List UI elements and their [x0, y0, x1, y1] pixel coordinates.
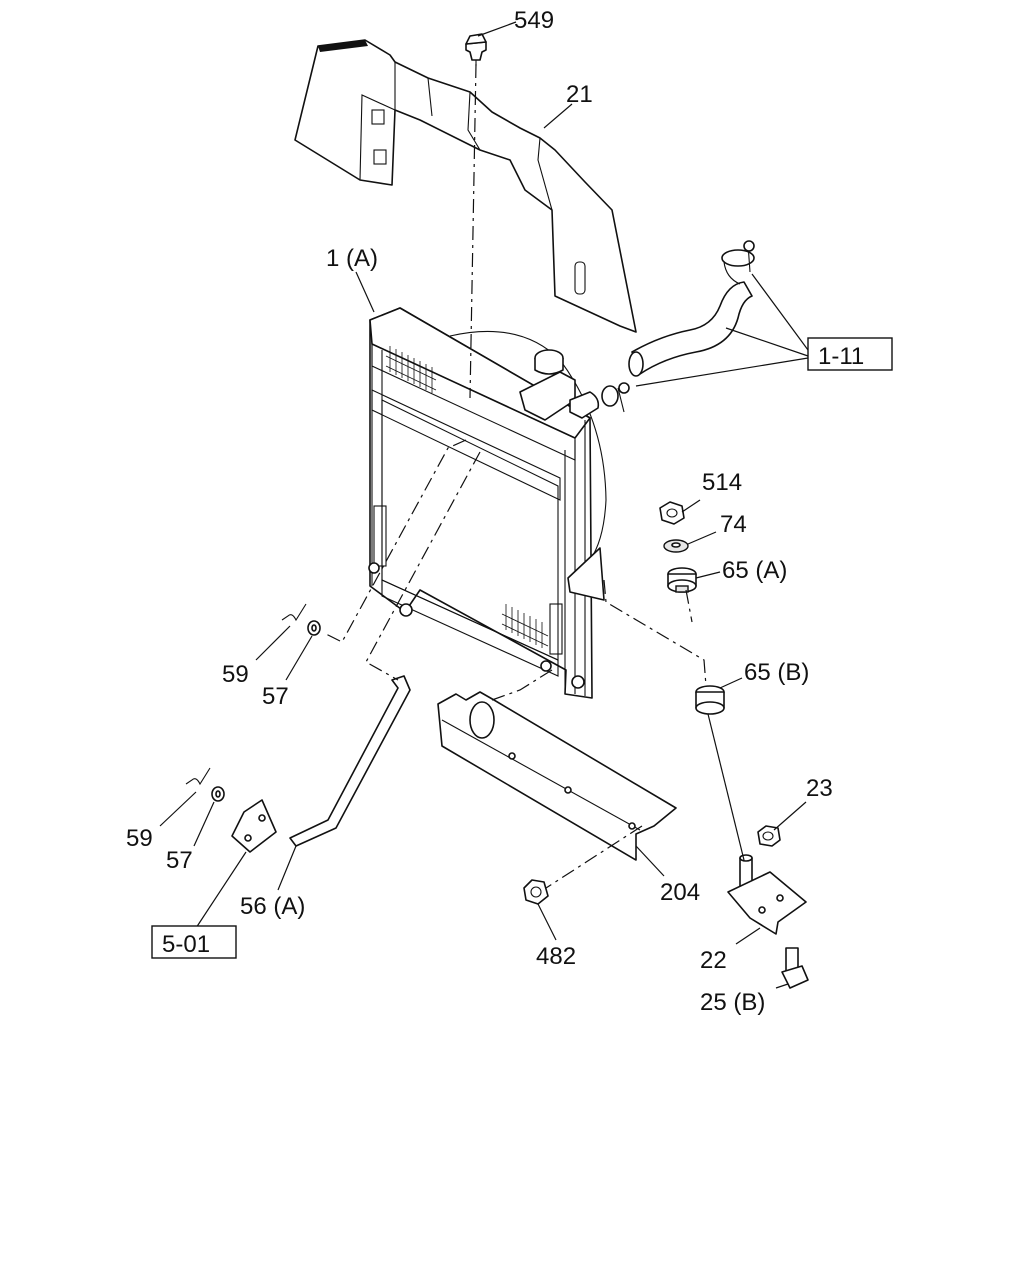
callout-65a: 65 (A)	[722, 557, 787, 584]
part-22-mount-bracket	[727, 854, 807, 935]
part-65a-cushion	[667, 567, 697, 593]
callout-549: 549	[514, 7, 554, 34]
part-514-nut	[659, 501, 685, 525]
part-23-nut	[757, 825, 781, 847]
part-5-01-bracket	[231, 799, 277, 853]
callout-514: 514	[702, 469, 742, 496]
alignment-lines	[325, 63, 707, 889]
upper-radiator-hose	[601, 240, 755, 413]
part-65b-cushion	[695, 685, 725, 715]
part-25b-bolt	[781, 947, 809, 989]
callout-74: 74	[720, 511, 747, 538]
part-1a-radiator	[368, 307, 605, 699]
core-hatching-top	[385, 346, 437, 393]
callout-labels: 549 21 1 (A) 514 74 65 (A) 65 (B) 59 57 …	[126, 7, 833, 1016]
radiator-cap	[519, 349, 600, 421]
callout-204: 204	[660, 879, 700, 906]
callout-57-lower: 57	[166, 847, 193, 874]
part-204-lower-shroud	[437, 691, 677, 861]
core-hatching-bottom	[501, 604, 549, 648]
callout-482: 482	[536, 943, 576, 970]
callout-21: 21	[566, 81, 593, 108]
part-59-57-upper	[281, 603, 321, 636]
reference-1-11-label: 1-11	[818, 343, 864, 370]
callout-56a: 56 (A)	[240, 893, 305, 920]
callout-25b: 25 (B)	[700, 989, 765, 1016]
reference-1-11[interactable]: 1-11	[807, 337, 893, 371]
part-482-nut	[523, 879, 549, 905]
callout-57-upper: 57	[262, 683, 289, 710]
callout-23: 23	[806, 775, 833, 802]
reference-5-01-label: 5-01	[162, 931, 210, 958]
callout-1a: 1 (A)	[326, 245, 378, 272]
reference-5-01[interactable]: 5-01	[151, 925, 237, 959]
callout-59-upper: 59	[222, 661, 249, 688]
part-56a-pipe	[289, 675, 411, 847]
callout-59-lower: 59	[126, 825, 153, 852]
part-549-clip	[465, 33, 487, 66]
callout-65b: 65 (B)	[744, 659, 809, 686]
callout-22: 22	[700, 947, 727, 974]
part-59-57-lower	[185, 767, 225, 802]
leader-lines	[159, 21, 809, 989]
part-21-upper-shroud	[294, 39, 637, 333]
part-74-washer	[663, 539, 689, 553]
